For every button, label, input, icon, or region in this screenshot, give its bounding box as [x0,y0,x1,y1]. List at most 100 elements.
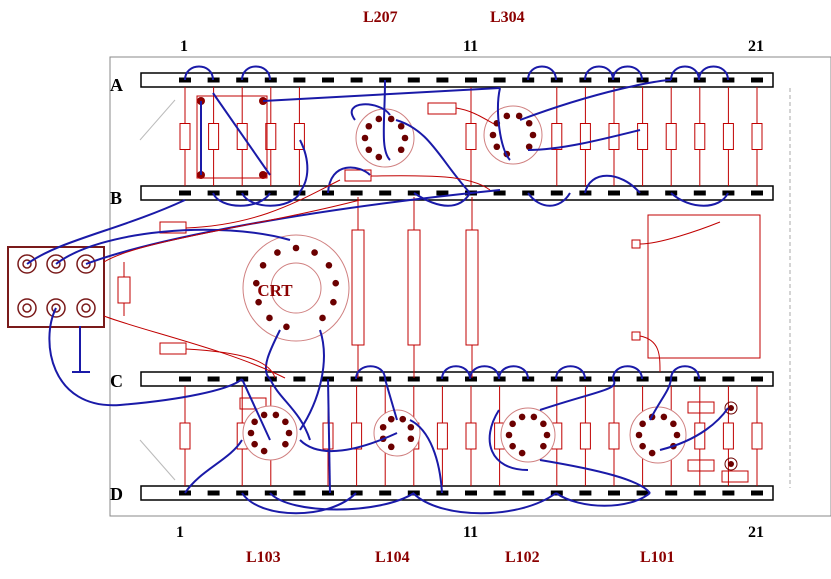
terminal-lug [465,77,477,83]
wire [519,79,672,121]
tube-label-l102: L102 [505,549,540,566]
tube-pin [282,418,289,426]
tube-pin [397,146,405,154]
wire [262,87,501,102]
wire [241,492,357,515]
tube-label-l103: L103 [246,549,281,566]
terminal-strip [140,72,774,88]
wire [241,378,271,441]
crt-pin [266,314,273,322]
tube-pin [525,143,533,151]
wire [670,192,729,207]
wire [184,439,243,494]
tube-sockets [242,105,687,464]
resistor [351,422,363,450]
wire [55,228,291,265]
terminal-lug [493,490,506,496]
tube-pin [530,413,538,421]
tube-pin [387,115,395,123]
terminal-lug [751,77,763,83]
jack-center [51,259,61,269]
wire [584,174,641,194]
terminal-lug [379,490,392,496]
wire [488,409,529,471]
tube-pin [515,112,523,120]
terminal-lug [579,490,592,496]
terminal-lug [293,77,306,83]
terminal-lug [636,490,649,496]
tube-pin [282,440,289,448]
resistor [722,123,734,150]
resistor [751,123,763,150]
crt-pin [283,323,290,331]
wire [26,199,186,265]
crt-pin [255,298,262,306]
tube-pin [379,423,387,431]
terminal-strip [140,485,774,501]
wire [659,407,729,451]
wire [48,307,243,407]
terminal-lug [322,490,334,496]
resistor [637,123,649,150]
jack-center [51,303,61,313]
resistor [179,123,191,150]
wire [241,65,271,81]
tube-pin [529,131,537,139]
bottom-number-21: 21 [748,524,764,541]
crt-socket [242,234,350,342]
tube-pin [247,429,255,437]
terminal-lug [350,190,363,196]
strip-label-c: C [110,371,123,391]
resistor [579,123,591,150]
wire [184,65,214,81]
wire [539,378,616,411]
wire [382,79,391,161]
terminal-lug [407,190,420,196]
wire [327,378,331,494]
terminal-lug [751,490,763,496]
wire [241,192,301,207]
wire [649,378,672,421]
wire [527,192,571,207]
wire [299,329,325,431]
crt-pin [330,298,337,306]
wire [395,119,471,194]
wire [527,129,641,151]
resistor [608,422,620,450]
tube-pin [673,431,681,439]
wire [350,103,391,121]
jack-center [81,259,91,269]
crt-pin [259,261,267,269]
tube-pin [639,442,646,450]
wire [698,65,729,81]
tube-pin [365,146,373,154]
terminal-lug [407,376,420,382]
crt-pin [252,279,260,287]
tube-pin [503,112,511,120]
tube-pin [260,447,268,455]
connector-resistor [117,276,131,304]
wire [497,87,511,161]
resistor [694,123,706,150]
resistor [722,422,734,450]
terminal-lug [436,490,449,496]
terminal-lug [751,376,763,382]
terminal-lug [407,77,420,83]
top-number-21: 21 [748,38,764,55]
tube-pin [509,420,516,428]
tube-pin [660,413,668,421]
terminal-lug [179,190,191,196]
tube-pin [407,423,415,431]
terminal-lug [293,490,306,496]
resistor [436,422,448,450]
strip-label-a: A [110,75,123,95]
jack-center [81,303,91,313]
crt-pin [319,314,326,322]
terminal-lug [436,190,449,196]
tube-pin [251,440,258,448]
terminal-lug [522,490,535,496]
wire [469,365,500,380]
terminal-lug [550,190,563,196]
tube-pin [375,153,383,161]
terminal-lug [493,77,506,83]
